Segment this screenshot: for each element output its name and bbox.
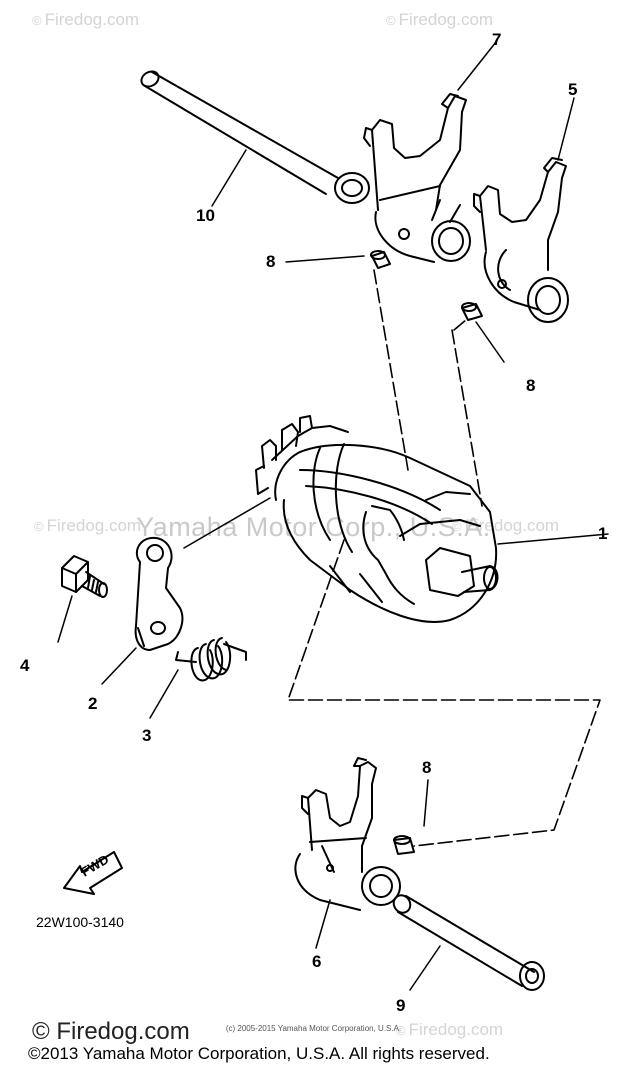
yamaha-copyright: ©2013 Yamaha Motor Corporation, U.S.A. A… (28, 1044, 490, 1063)
dowel-pin-upper (370, 250, 391, 269)
watermark-mid-right: ©Firedog.com (452, 516, 560, 535)
bolt (61, 555, 108, 598)
shift-guide-bar-upper (140, 70, 370, 204)
watermark-center: Yamaha Motor Corp., U.S.A. (136, 512, 491, 542)
part-number-10: 10 (196, 206, 215, 225)
part-number-8-middle: 8 (526, 376, 536, 395)
part-number-6: 6 (312, 952, 322, 971)
shift-cam-drum (255, 415, 499, 623)
drawing-code: 22W100-3140 (36, 914, 124, 930)
shift-guide-bar-lower (392, 894, 545, 991)
part-number-3: 3 (142, 726, 152, 745)
assembly-lines (287, 269, 601, 847)
part-number-7: 7 (492, 30, 502, 49)
watermark-top-right: ©Firedog.com (386, 10, 494, 29)
dowel-pin-lower (393, 835, 415, 855)
shift-fork-6 (294, 757, 401, 911)
part-number-9: 9 (396, 996, 406, 1015)
shift-fork-5 (473, 157, 569, 323)
part-number-2: 2 (88, 694, 98, 713)
shift-fork-7 (363, 93, 471, 263)
tiny-copyright: (c) 2005-2015 Yamaha Motor Corporation, … (225, 1024, 402, 1033)
dowel-pin-middle (461, 302, 483, 321)
watermark-bottom-right: ©Firedog.com (396, 1020, 504, 1039)
stopper-plate (134, 536, 184, 651)
watermark-mid-left: ©Firedog.com (34, 516, 142, 535)
watermark-top-left: ©Firedog.com (32, 10, 140, 29)
part-number-4: 4 (20, 656, 30, 675)
firedog-brand: © Firedog.com (32, 1018, 190, 1045)
fwd-arrow (63, 851, 123, 895)
part-number-8-lower: 8 (422, 758, 432, 777)
leader-lines (57, 41, 609, 991)
torsion-spring (175, 637, 247, 682)
part-number-5: 5 (568, 80, 578, 99)
part-number-8-upper: 8 (266, 252, 276, 271)
part-number-1: 1 (598, 524, 608, 543)
